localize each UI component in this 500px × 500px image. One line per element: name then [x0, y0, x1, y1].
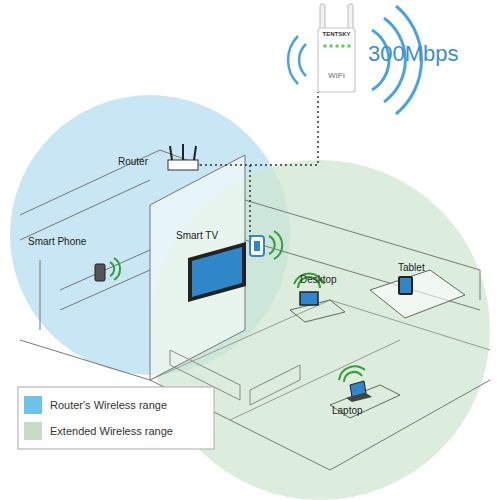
- tablet-screen: [400, 278, 411, 293]
- router-icon: [168, 160, 198, 170]
- shelf-line: [60, 250, 150, 290]
- floor-line: [150, 300, 490, 380]
- legend-swatch: [24, 396, 42, 414]
- device-label: WiFi: [318, 72, 355, 81]
- led: [341, 44, 345, 48]
- device-label: Smart Phone: [28, 236, 108, 247]
- device-label: TENTSKY: [318, 31, 355, 38]
- kitchen-counter: [250, 365, 300, 405]
- legend-text: Router's Wireless range: [50, 399, 210, 411]
- device-label: Tablet: [398, 262, 448, 273]
- wifi-waves: [269, 231, 282, 259]
- legend-swatch: [24, 422, 42, 440]
- wall-panel: [150, 155, 245, 380]
- signal-waves: [288, 36, 306, 84]
- tv-screen: [192, 247, 242, 297]
- floor-line: [230, 340, 400, 420]
- laptop-base: [346, 393, 372, 402]
- led: [329, 44, 333, 48]
- bed: [370, 270, 465, 318]
- device-label: Desktop: [300, 274, 360, 285]
- led: [347, 44, 351, 48]
- wifi-waves: [339, 366, 365, 382]
- led: [323, 44, 327, 48]
- desktop-icon: [300, 292, 318, 305]
- legend-box: [18, 387, 214, 449]
- wall-line: [40, 260, 41, 330]
- leader-line: [250, 92, 318, 165]
- leader-line: [200, 165, 250, 238]
- tv-frame: [188, 242, 246, 302]
- device-label: 300Mbps: [368, 42, 498, 66]
- wifi-waves: [110, 258, 120, 280]
- led: [335, 44, 339, 48]
- upper-floor-line: [20, 180, 150, 240]
- tablet-icon: [398, 276, 413, 295]
- device-label: Router: [118, 156, 168, 167]
- extender-body: [318, 28, 355, 92]
- legend-text: Extended Wireless range: [50, 425, 210, 437]
- router-antenna: [182, 144, 184, 160]
- extender-icon: [254, 241, 260, 251]
- extender-icon: [250, 236, 264, 256]
- router-antenna: [194, 146, 196, 160]
- router-antenna: [170, 146, 172, 160]
- phone-icon: [95, 264, 105, 281]
- floor-line: [20, 340, 490, 470]
- device-label: Laptop: [332, 405, 392, 416]
- device-label: Smart TV: [176, 230, 246, 241]
